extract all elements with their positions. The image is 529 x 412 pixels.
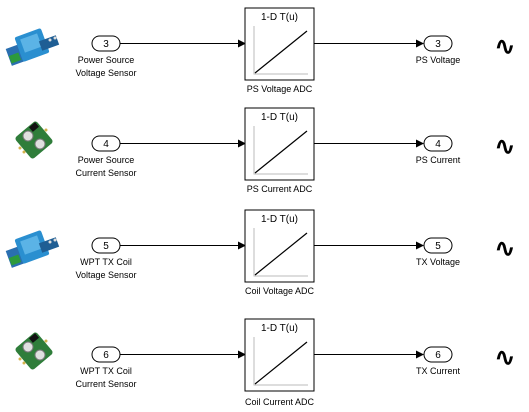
outport-number: 6 — [435, 350, 441, 361]
inport-label-line1: WPT TX Coil — [80, 366, 132, 376]
inport-label-line2: Current Sensor — [75, 379, 136, 389]
lookup-table-name: PS Current ADC — [247, 184, 313, 194]
inport-number: 5 — [103, 241, 109, 252]
outport-number: 3 — [435, 39, 441, 50]
diagram-row-1: 4 Power Source Current Sensor 1-D T(u) P… — [14, 108, 516, 194]
outport-label: PS Voltage — [416, 55, 461, 65]
lookup-table-title: 1-D T(u) — [261, 214, 298, 225]
sine-wave-icon: ∿ — [494, 234, 516, 264]
sine-wave-icon: ∿ — [494, 343, 516, 373]
diagram-row-2: 5 WPT TX Coil Voltage Sensor 1-D T(u) Co… — [6, 210, 516, 296]
outport-label: TX Voltage — [416, 257, 460, 267]
sine-wave-icon: ∿ — [494, 132, 516, 162]
lookup-table-title: 1-D T(u) — [261, 323, 298, 334]
inport-label-line1: Power Source — [78, 155, 135, 165]
inport-number: 4 — [103, 139, 109, 150]
diagram-row-3: 6 WPT TX Coil Current Sensor 1-D T(u) Co… — [14, 319, 516, 407]
lookup-table-title: 1-D T(u) — [261, 12, 298, 23]
inport-label-line1: WPT TX Coil — [80, 257, 132, 267]
outport-label: TX Current — [416, 366, 461, 376]
inport-number: 6 — [103, 350, 109, 361]
inport-label-line1: Power Source — [78, 55, 135, 65]
diagram-row-0: 3 Power Source Voltage Sensor 1-D T(u) P… — [6, 8, 516, 94]
outport-number: 5 — [435, 241, 441, 252]
lookup-table-name: PS Voltage ADC — [247, 84, 313, 94]
sine-wave-icon: ∿ — [494, 32, 516, 62]
voltage-sensor-module-icon — [6, 230, 59, 268]
lookup-table-name: Coil Voltage ADC — [245, 286, 315, 296]
lookup-table-title: 1-D T(u) — [261, 112, 298, 123]
current-sensor-board-icon — [14, 120, 53, 159]
voltage-sensor-module-icon — [6, 28, 59, 66]
inport-label-line2: Voltage Sensor — [75, 270, 136, 280]
outport-label: PS Current — [416, 155, 461, 165]
current-sensor-board-icon — [14, 331, 53, 370]
inport-number: 3 — [103, 39, 109, 50]
inport-label-line2: Voltage Sensor — [75, 68, 136, 78]
inport-label-line2: Current Sensor — [75, 168, 136, 178]
outport-number: 4 — [435, 139, 441, 150]
lookup-table-name: Coil Current ADC — [245, 397, 315, 407]
